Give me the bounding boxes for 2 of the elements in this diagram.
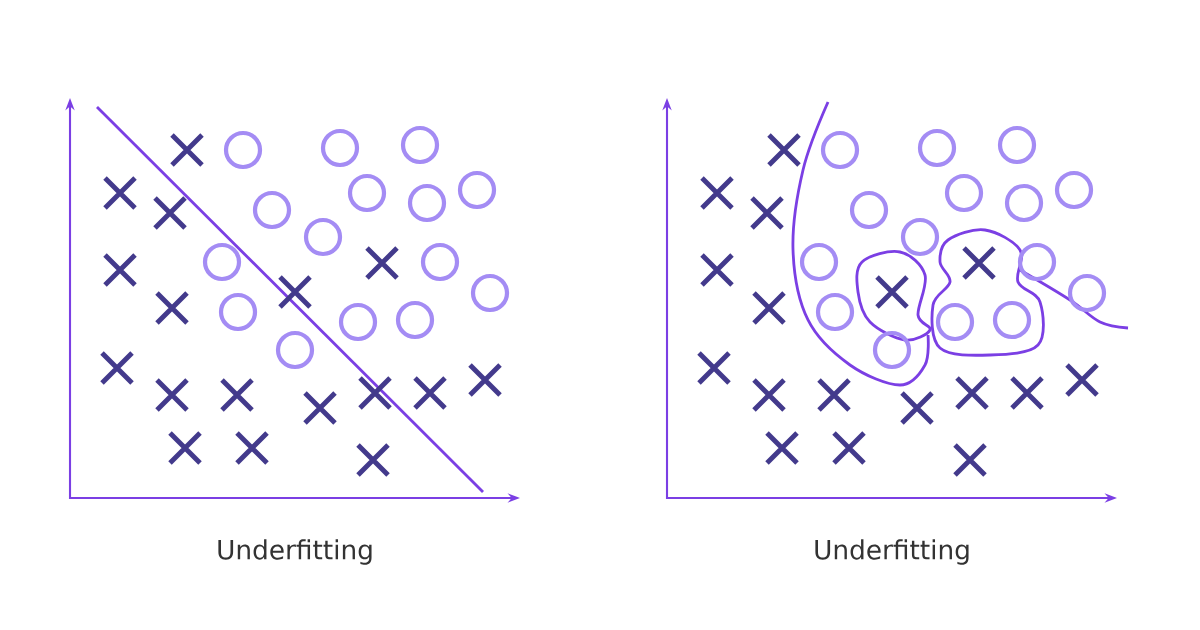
plot-caption: Underfitting — [218, 539, 372, 565]
plot-caption: Underfitting — [815, 539, 969, 565]
